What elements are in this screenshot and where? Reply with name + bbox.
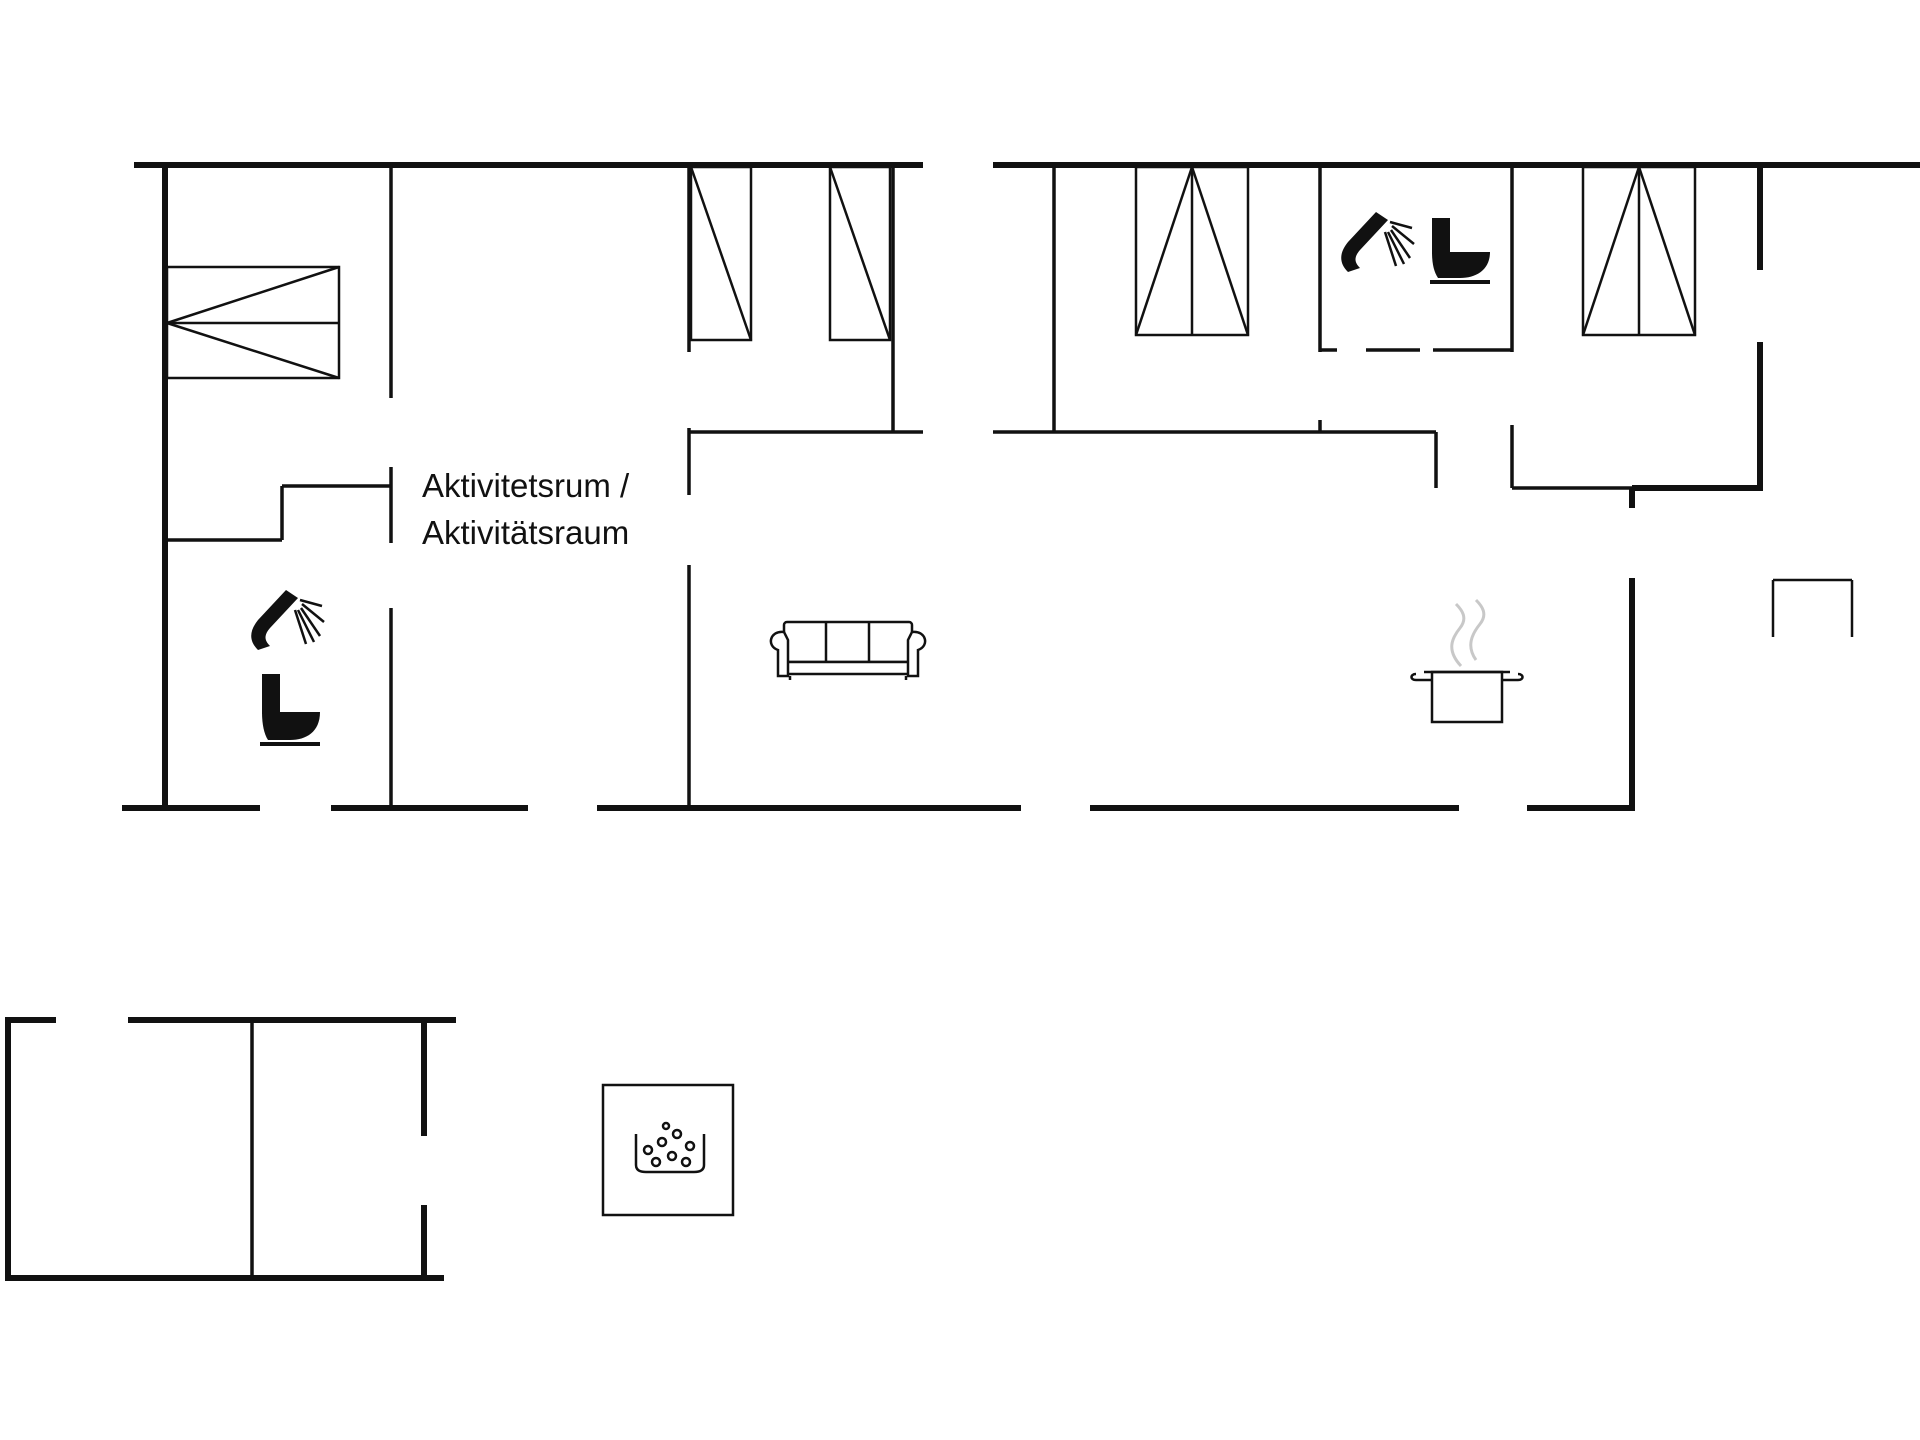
bed-icon [828,165,892,342]
room-label-line2: Aktivitätsraum [422,514,629,551]
annex-walls [5,1017,456,1281]
hot-tub-icon [601,1083,735,1217]
shower-icon [251,590,325,650]
bed-icon [1134,165,1250,337]
room-label-line1: Aktivitetsrum / [422,467,630,504]
bed-icon [689,165,753,342]
exterior-walls [122,162,1920,811]
bed-icon [1581,165,1697,337]
bed-icon [165,265,341,380]
sofa-icon [769,620,927,680]
cooking-pot-icon [1410,598,1524,724]
toilet-icon [260,674,320,746]
interior-walls [165,165,1854,808]
toilet-icon [1430,218,1490,284]
shower-icon [1341,212,1415,272]
